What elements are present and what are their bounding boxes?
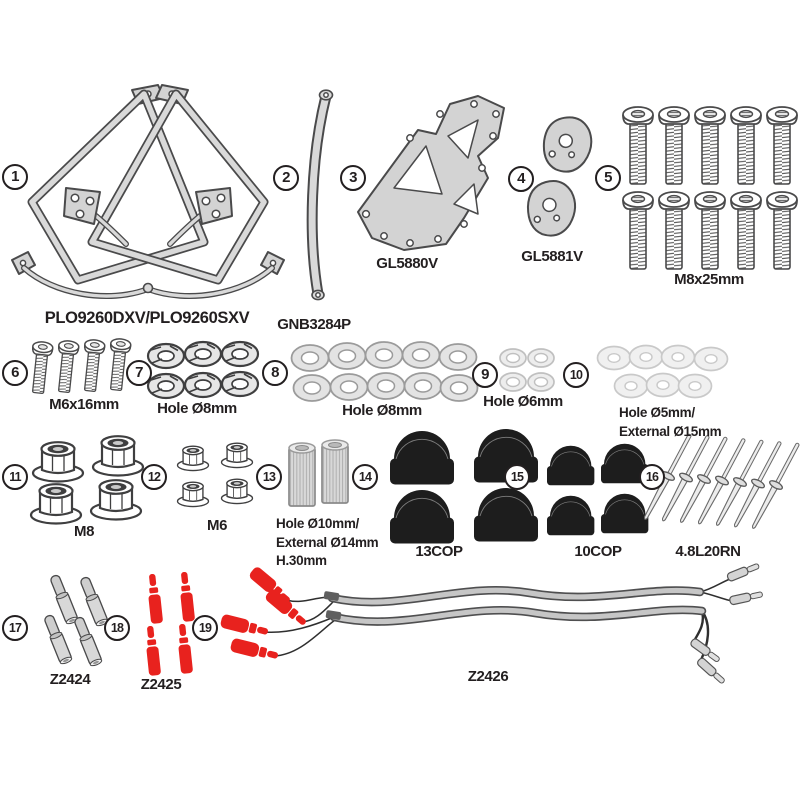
spacer-plate [526,179,577,237]
item-13-label-line2: External Ø14mm [276,534,379,550]
item-17-number-badge: 17 [2,615,28,641]
harness-cables [323,586,707,626]
item-18-label: Z2425 [140,676,182,693]
item-3-number-badge: 3 [340,165,366,191]
item-10-label-line1: Hole Ø5mm/ [619,405,695,420]
item-8-label: Hole Ø8mm [342,402,422,419]
item-7-number-badge: 7 [126,360,152,386]
bracket-plates [63,187,233,294]
item-11-label: M8 [73,523,95,540]
item-8-number-badge: 8 [262,360,288,386]
item-14-number-badge: 14 [352,464,378,490]
item-5-label: M8x25mm [674,271,744,288]
item-6-label: M6x16mm [49,396,119,413]
item-12-label: M6 [206,517,228,534]
item-11-number-badge: 11 [2,464,28,490]
item-13-label-line1: Hole Ø10mm/ [276,516,359,531]
item-14-label: 13COP [415,543,463,560]
harness-red-terminals [219,565,310,663]
item-1-drawing-side-frames [11,84,285,299]
item-10-label: Hole Ø5mm/ External Ø15mm [619,404,722,441]
item-1-label: PLO9260DXV/PLO9260SXV [44,309,250,327]
item-7-drawing-spring-washers [146,340,260,400]
item-15-drawing-caps [546,443,649,536]
spacer-plate [542,116,593,173]
right-frame-loop [87,89,269,285]
item-9-label: Hole Ø6mm [483,393,563,410]
item-19-number-badge: 19 [192,615,218,641]
item-1-number-badge: 1 [2,164,28,190]
item-13-label-line3: H.30mm [276,553,327,568]
item-4-label: GL5881V [521,248,583,265]
bushing [321,439,349,504]
item-13-label: Hole Ø10mm/ External Ø14mm H.30mm [276,515,379,571]
item-16-drawing-rivets [638,430,800,533]
item-2-label: GNB3284P [277,316,351,333]
item-13-number-badge: 13 [256,464,282,490]
item-9-number-badge: 9 [472,362,498,388]
item-5-drawing-screws [622,106,798,270]
item-5-number-badge: 5 [595,165,621,191]
item-19-label: Z2426 [467,668,509,685]
item-3-label: GL5880V [376,255,438,272]
item-2-drawing-support-strap [306,89,334,301]
item-16-label: 4.8L20RN [675,543,741,560]
item-10-number-badge: 10 [563,362,589,388]
bushing [288,442,316,507]
left-frame-loop [27,89,209,285]
item-12-number-badge: 12 [141,464,167,490]
item-8-drawing-flat-washers [290,341,479,402]
item-19-drawing-wiring-harness [219,561,764,686]
item-9-drawing-small-washers [499,348,555,392]
item-17-label: Z2424 [49,671,91,688]
item-13-drawing-bushings [288,439,349,507]
item-4-drawing-spacer-plates [526,116,593,237]
item-16-number-badge: 16 [639,464,665,490]
item-4-number-badge: 4 [508,166,534,192]
item-15-label: 10COP [574,543,622,560]
item-11-drawing-flange-nuts [29,435,145,525]
item-7-label: Hole Ø8mm [157,400,237,417]
item-18-number-badge: 18 [104,615,130,641]
item-3-drawing-mounting-plate [357,95,505,251]
item-10-drawing-large-washers [596,344,729,399]
item-15-number-badge: 15 [504,464,530,490]
item-2-number-badge: 2 [273,165,299,191]
item-12-drawing-flange-nuts [176,442,254,508]
item-6-number-badge: 6 [2,360,28,386]
lower-tubes [11,251,285,299]
item-6-drawing-screws [27,337,133,395]
item-10-label-line2: External Ø15mm [619,423,722,439]
